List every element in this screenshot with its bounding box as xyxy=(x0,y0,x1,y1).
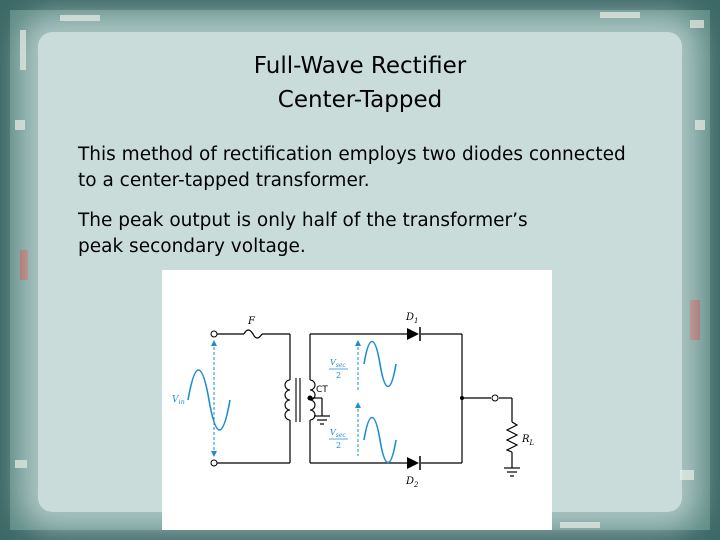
output-terminal xyxy=(491,394,499,402)
transformer-symbol xyxy=(284,378,316,422)
center-tapped-rectifier-diagram: F CT D1 D2 RL Vin xyxy=(162,270,552,530)
diode-d2 xyxy=(407,456,421,470)
paragraph-diodes-description: This method of rectification employs two… xyxy=(78,142,678,194)
svg-text:Vsec: Vsec xyxy=(330,358,346,369)
svg-text:2: 2 xyxy=(336,441,341,450)
svg-text:2: 2 xyxy=(336,371,341,380)
paragraph-2-line-1: The peak output is only half of the tran… xyxy=(78,210,528,231)
input-arrow-head-bottom xyxy=(211,451,217,457)
center-tap-node xyxy=(307,395,313,401)
paragraph-2-line-2: peak secondary voltage. xyxy=(78,236,306,257)
secondary-arrow-head-1 xyxy=(355,340,361,346)
load-ground-symbol xyxy=(504,467,520,477)
diode-d1 xyxy=(407,327,421,341)
load-resistor xyxy=(505,421,519,453)
input-terminal-top xyxy=(210,330,218,338)
secondary-waveforms xyxy=(363,340,397,464)
load-resistor-label: RL xyxy=(521,434,535,447)
secondary-voltage-label-bottom: Vsec 2 xyxy=(329,428,348,450)
slide-title-line-2: Center-Tapped xyxy=(277,87,443,113)
output-node xyxy=(460,396,464,400)
secondary-arrow-head-2 xyxy=(355,402,361,408)
fuse-symbol xyxy=(243,329,263,339)
input-terminal-bottom xyxy=(210,459,218,467)
input-arrow-head-top xyxy=(211,340,217,346)
paragraph-1-line-2: to a center-tapped transformer. xyxy=(78,170,370,191)
center-tap-label: CT xyxy=(316,385,328,395)
diode-d1-label: D1 xyxy=(405,312,419,325)
fuse-label: F xyxy=(247,316,256,327)
diode-d2-label: D2 xyxy=(405,476,419,489)
slide-title-line-1: Full-Wave Rectifier xyxy=(253,53,467,79)
svg-text:Vsec: Vsec xyxy=(330,428,346,439)
input-voltage-label: Vin xyxy=(172,395,185,406)
secondary-voltage-label-top: Vsec 2 xyxy=(329,358,348,380)
circuit-wires xyxy=(214,333,513,468)
paragraph-1-line-1: This method of rectification employs two… xyxy=(78,144,626,165)
input-waveform xyxy=(187,369,231,431)
paragraph-peak-output: The peak output is only half of the tran… xyxy=(78,208,678,260)
ground-symbol xyxy=(314,415,330,425)
